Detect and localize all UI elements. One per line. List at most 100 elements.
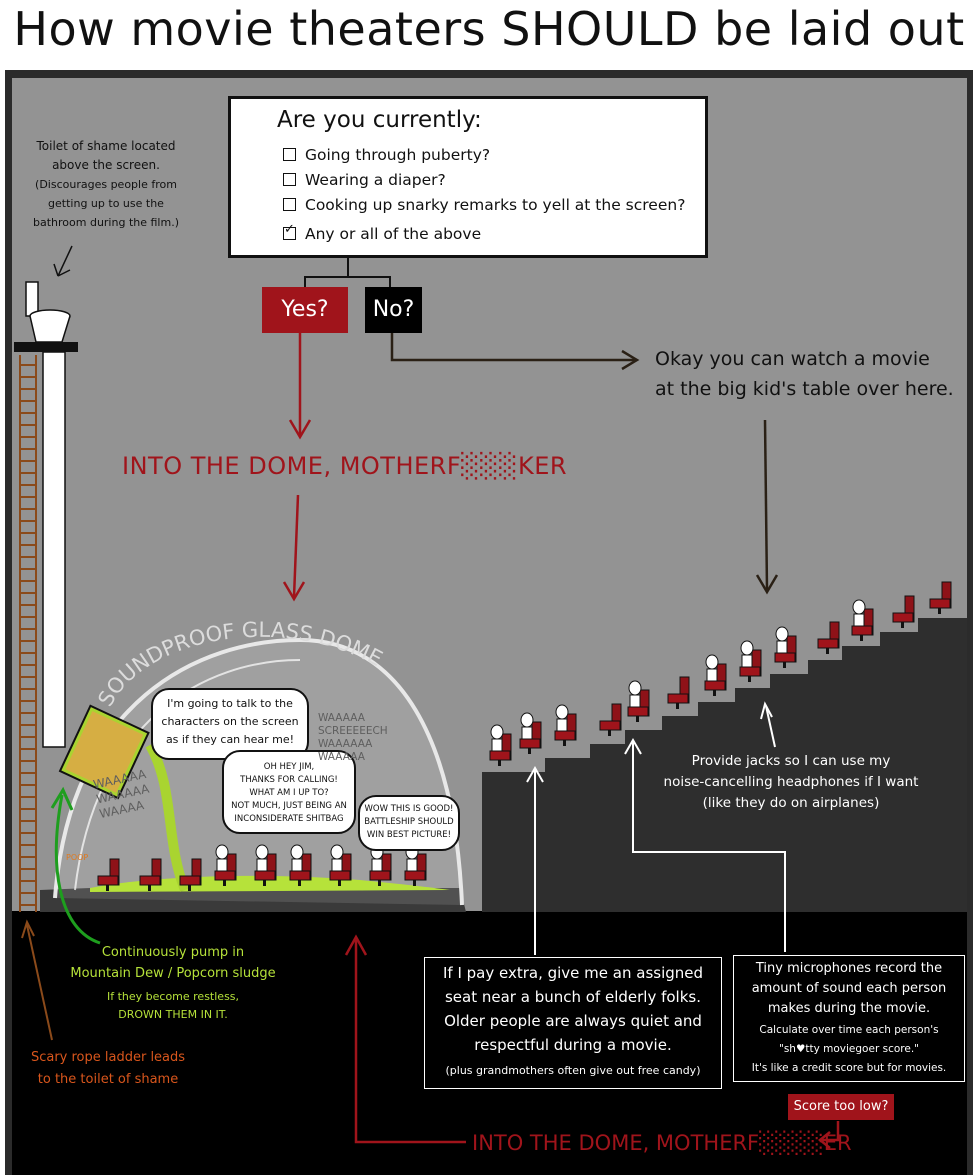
bubble-line: BATTLESHIP SHOULD	[364, 817, 454, 827]
page-title: How movie theaters SHOULD be laid out	[13, 2, 965, 56]
crying-text: WAAAAA	[318, 712, 365, 724]
no-button[interactable]: No?	[365, 287, 422, 333]
crying-sound-right: WAAAAA SCREEEEECH WAAAAAA WAAAAA	[318, 712, 388, 764]
note-line: getting up to use the	[48, 197, 164, 210]
sludge-tank-icon	[58, 704, 150, 800]
yes-button[interactable]: Yes?	[262, 287, 348, 333]
note-line: bathroom during the film.)	[33, 216, 179, 229]
quiz-option-puberty[interactable]: Going through puberty?	[283, 146, 490, 164]
theater-seat-icon	[627, 680, 650, 722]
okay-line: at the big kid's table over here.	[655, 378, 954, 400]
checkbox[interactable]	[283, 173, 296, 186]
box-line: makes during the movie.	[767, 1001, 931, 1016]
option-label: Wearing a diaper?	[305, 171, 446, 189]
option-label: Cooking up snarky remarks to yell at the…	[305, 196, 686, 214]
toilet-column	[42, 351, 66, 748]
bubble-line: INCONSIDERATE SHITBAG	[234, 814, 344, 824]
okay-line: Okay you can watch a movie	[655, 348, 930, 370]
score-too-low-button[interactable]: Score too low?	[788, 1094, 894, 1120]
big-kids-table-note: Okay you can watch a movie at the big ki…	[655, 344, 954, 404]
note-line: Toilet of shame located	[36, 139, 176, 153]
theater-seat-icon	[851, 599, 874, 641]
into-dome-footer: INTO THE DOME, MOTHERF░░░░ER	[472, 1131, 852, 1155]
note-line: above the screen.	[52, 158, 160, 172]
crying-text: SCREEEEECH	[318, 725, 388, 737]
microphone-score-box: Tiny microphones record the amount of so…	[733, 955, 965, 1082]
into-dome-heading: INTO THE DOME, MOTHERF░░░KER	[122, 452, 568, 480]
box-line: (plus grandmothers often give out free c…	[445, 1064, 701, 1077]
theater-seat-icon	[554, 704, 577, 746]
theater-seat-icon	[214, 844, 237, 886]
theater-seat-icon	[667, 676, 690, 709]
theater-seat-icon	[929, 581, 952, 614]
toilet-of-shame-note: Toilet of shame located above the screen…	[16, 137, 196, 232]
crying-text: WAAAAAA	[318, 738, 373, 750]
bubble-line: as if they can hear me!	[165, 733, 295, 746]
elderly-seating-box: If I pay extra, give me an assigned seat…	[424, 957, 722, 1089]
theater-seat-icon	[329, 844, 352, 886]
box-line: It's like a credit score but for movies.	[751, 1062, 947, 1074]
quiz-option-diaper[interactable]: Wearing a diaper?	[283, 171, 446, 189]
theater-seat-icon	[404, 844, 427, 886]
sludge-arrow	[54, 794, 101, 945]
theater-seat-icon	[179, 858, 202, 891]
quiz-option-snarky[interactable]: Cooking up snarky remarks to yell at the…	[283, 196, 685, 214]
dome-floor	[40, 888, 466, 912]
bubble-line: WOW THIS IS GOOD!	[364, 804, 454, 814]
box-line: Tiny microphones record the	[755, 961, 943, 976]
theater-seat-icon	[892, 595, 915, 628]
bubble-line: characters on the screen	[161, 715, 299, 728]
bubble-line: WHAT AM I UP TO?	[249, 788, 329, 798]
checkbox-checked[interactable]	[283, 222, 296, 240]
box-line: Older people are always quiet and	[444, 1012, 702, 1030]
speech-bubble-talk-to-characters: I'm going to talk to the characters on t…	[151, 688, 309, 760]
box-line: amount of sound each person	[751, 981, 947, 996]
box-line: "sh♥tty moviegoer score."	[779, 1043, 919, 1055]
note-line: Provide jacks so I can use my	[691, 753, 891, 769]
speech-bubble-battleship: WOW THIS IS GOOD! BATTLESHIP SHOULD WIN …	[358, 795, 460, 851]
theater-seat-icon	[704, 654, 727, 696]
box-line: seat near a bunch of elderly folks.	[444, 988, 701, 1006]
note-line: to the toilet of shame	[37, 1072, 179, 1087]
theater-seat-icon	[139, 858, 162, 891]
checkbox[interactable]	[283, 198, 296, 211]
note-line: (like they do on airplanes)	[702, 795, 880, 811]
theater-seat-icon	[489, 724, 512, 766]
poop-label: POOP	[66, 853, 88, 862]
toilet-icon	[25, 281, 71, 343]
bubble-line: WIN BEST PICTURE!	[366, 830, 452, 840]
theater-seat-icon	[254, 844, 277, 886]
note-line: Continuously pump in	[101, 945, 245, 960]
bubble-line: NOT MUCH, JUST BEING AN	[231, 801, 347, 811]
theater-seat-icon	[817, 621, 840, 654]
rope-ladder-note: Scary rope ladder leads to the toilet of…	[18, 1047, 198, 1091]
box-line: If I pay extra, give me an assigned	[442, 964, 704, 982]
speech-bubble-phone-call: OH HEY JIM, THANKS FOR CALLING! WHAT AM …	[222, 750, 356, 834]
bubble-line: THANKS FOR CALLING!	[240, 775, 338, 785]
bubble-line: I'm going to talk to the	[167, 697, 293, 710]
note-line: DROWN THEM IN IT.	[118, 1008, 228, 1021]
toilet-platform	[14, 342, 78, 352]
note-line: noise-cancelling headphones if I want	[663, 774, 919, 790]
quiz-card: Are you currently: Going through puberty…	[228, 96, 708, 258]
sludge-stream	[145, 742, 190, 892]
stadium-stairs	[482, 618, 967, 912]
headphone-jacks-note: Provide jacks so I can use my noise-canc…	[660, 751, 922, 814]
checkbox[interactable]	[283, 148, 296, 161]
bubble-line: OH HEY JIM,	[263, 762, 315, 772]
theater-seat-icon	[289, 844, 312, 886]
quiz-question: Are you currently:	[277, 107, 482, 133]
box-line: Calculate over time each person's	[759, 1024, 939, 1036]
quiz-option-all[interactable]: Any or all of the above	[283, 222, 481, 243]
theater-seat-icon	[97, 858, 120, 891]
crying-text: WAAAAA	[318, 751, 365, 763]
sludge-pump-note: Continuously pump in Mountain Dew / Popc…	[62, 942, 284, 1024]
theater-seat-icon	[599, 703, 622, 736]
box-line: respectful during a movie.	[474, 1036, 672, 1054]
theater-seat-icon	[519, 712, 542, 754]
note-line: Scary rope ladder leads	[30, 1050, 186, 1065]
theater-seat-icon	[774, 626, 797, 668]
note-line: If they become restless,	[106, 990, 240, 1003]
note-line: (Discourages people from	[35, 178, 177, 191]
rope-ladder-icon	[19, 355, 37, 912]
